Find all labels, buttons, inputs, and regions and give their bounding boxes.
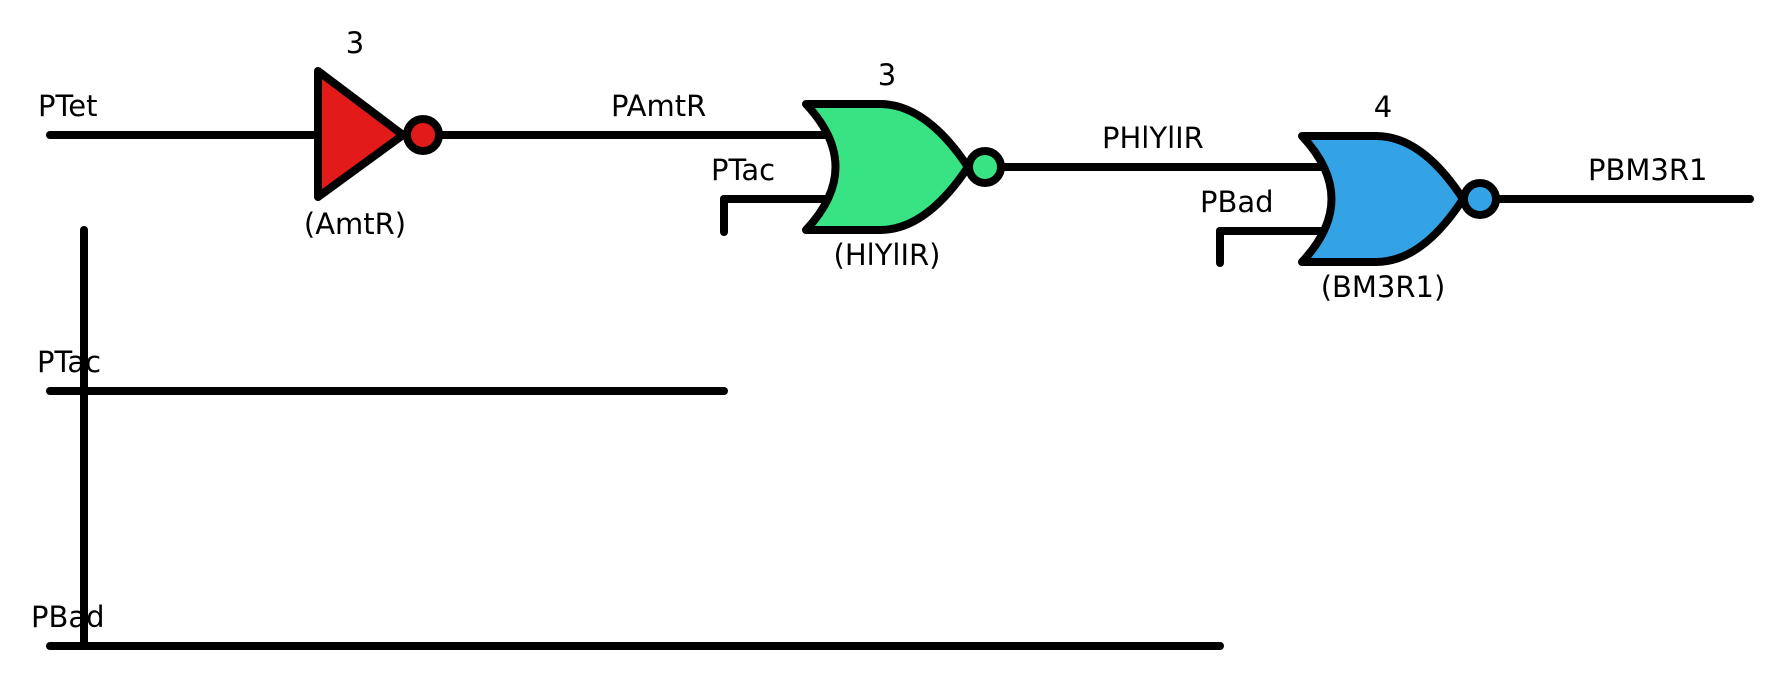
not-gate-triangle [314,67,407,201]
gate-name-amtr: (AmtR) [304,207,406,241]
gate-count-hlyllr: 3 [878,58,896,92]
gate-name-bm3r1: (BM3R1) [1321,270,1446,304]
label-ptac-branch: PTac [711,153,775,187]
gate-labels: 3 (AmtR) 3 (HlYlIR) 4 (BM3R1) [304,26,1445,304]
wires [46,131,1754,650]
label-ptet: PTet [38,89,98,123]
label-pbad-branch: PBad [1200,185,1274,219]
nor-gate-2-body [1298,132,1467,266]
label-pamtr: PAmtR [611,89,706,123]
nor-gate-1-bubble [965,147,1005,187]
label-phlyllr: PHlYlIR [1102,121,1204,155]
not-gate-amtr [314,67,443,201]
nor-gate-1-body [802,100,972,234]
label-ptac-line: PTac [37,345,101,379]
nor-gate-bm3r1 [1298,132,1500,266]
nor-gate-2-bubble [1460,179,1500,219]
label-pbad-line: PBad [31,600,105,634]
not-gate-bubble [403,115,443,155]
nor-gate-hlyllr [802,100,1005,234]
gate-count-amtr: 3 [346,26,364,60]
label-pbm3r1: PBM3R1 [1588,153,1707,187]
gate-count-bm3r1: 4 [1374,90,1392,124]
gate-name-hlyllr: (HlYlIR) [834,238,941,272]
signal-labels: PTet PAmtR PTac PHlYlIR PBad PBM3R1 PTac… [31,89,1707,634]
